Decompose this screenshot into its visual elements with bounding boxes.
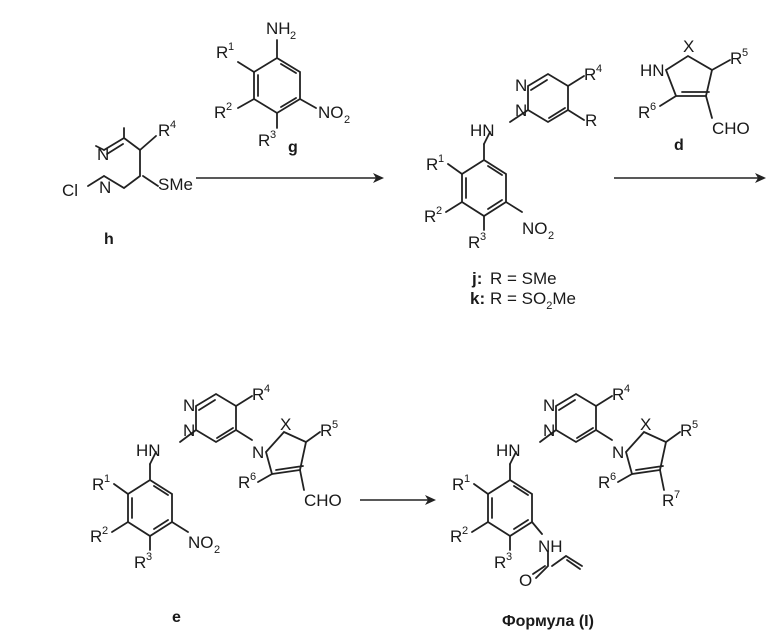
atom-r4-superscript: 4 — [596, 63, 602, 75]
atom-n2: N — [183, 421, 195, 440]
atom-r4-superscript: 4 — [170, 119, 176, 131]
atom-r4: R — [158, 121, 170, 140]
atom-no2: NO — [522, 219, 548, 238]
atom-r5-superscript: 5 — [742, 47, 748, 59]
compound-h-label: h — [104, 231, 114, 248]
atom-r2-superscript: 2 — [436, 205, 442, 217]
atom-no2-subscript: 2 — [214, 544, 220, 556]
atom-r1-superscript: 1 — [464, 473, 470, 485]
atom-r1: R — [92, 475, 104, 494]
atom-sme: SMe — [158, 175, 193, 194]
atom-r7: R — [662, 491, 674, 510]
compound-formula-i: N N HN R 4 N X R 5 R 6 R 7 R 1 R 2 R 3 N… — [450, 383, 698, 630]
atom-r2: R — [424, 207, 436, 226]
atom-n2: N — [515, 101, 527, 120]
atom-r5-superscript: 5 — [692, 419, 698, 431]
atom-x: X — [640, 415, 651, 434]
atom-no2-subscript: 2 — [548, 230, 554, 242]
formula-i-label: Формула (I) — [502, 613, 594, 630]
atom-r2: R — [90, 527, 102, 546]
atom-cho: CHO — [712, 119, 750, 138]
atom-r4: R — [584, 65, 596, 84]
atom-r5: R — [320, 421, 332, 440]
atom-r2-superscript: 2 — [226, 101, 232, 113]
reaction-arrow-1 — [196, 173, 384, 183]
atom-r3: R — [494, 553, 506, 572]
compound-j-label: j: — [471, 269, 482, 288]
atom-n1: N — [543, 396, 555, 415]
atom-r3-superscript: 3 — [480, 231, 486, 243]
compound-e: N N HN R 4 N X R 5 R 6 CHO R 1 R 2 R 3 N… — [90, 383, 342, 626]
atom-cl: Cl — [62, 181, 78, 200]
atom-r1: R — [452, 475, 464, 494]
atom-r3: R — [468, 233, 480, 252]
atom-r5: R — [730, 49, 742, 68]
atom-no2: NO — [188, 533, 214, 552]
atom-r5: R — [680, 421, 692, 440]
compound-j-k: N N HN R 4 R R 1 R 2 R 3 NO 2 j: R = SMe… — [424, 63, 602, 312]
atom-r6: R — [238, 473, 250, 492]
atom-r2: R — [214, 103, 226, 122]
atom-r4-superscript: 4 — [264, 383, 270, 395]
atom-hn: HN — [496, 441, 521, 460]
atom-r1: R — [426, 155, 438, 174]
atom-r6-superscript: 6 — [610, 471, 616, 483]
atom-r4-superscript: 4 — [624, 383, 630, 395]
atom-r3-superscript: 3 — [146, 551, 152, 563]
atom-cho: CHO — [304, 491, 342, 510]
compound-k-label: k: — [470, 289, 485, 308]
atom-r1-superscript: 1 — [228, 41, 234, 53]
atom-r: R — [585, 111, 597, 130]
compound-h: N N Cl SMe R 4 h — [62, 119, 193, 248]
reaction-arrow-3 — [360, 495, 436, 505]
atom-r5-superscript: 5 — [332, 419, 338, 431]
atom-r4: R — [252, 385, 264, 404]
atom-r1-superscript: 1 — [104, 473, 110, 485]
atom-r6: R — [638, 103, 650, 122]
reaction-arrow-2 — [614, 173, 766, 183]
compound-k-formula-pre: R = SO — [490, 289, 546, 308]
atom-r2: R — [450, 527, 462, 546]
atom-n1: N — [183, 396, 195, 415]
atom-r6-superscript: 6 — [650, 101, 656, 113]
compound-e-label: e — [172, 609, 181, 626]
atom-nh2-subscript: 2 — [290, 30, 296, 42]
atom-no2-subscript: 2 — [344, 114, 350, 126]
atom-r1: R — [216, 43, 228, 62]
atom-r4: R — [612, 385, 624, 404]
atom-n1: N — [515, 76, 527, 95]
atom-r2-superscript: 2 — [462, 525, 468, 537]
atom-x: X — [280, 415, 291, 434]
atom-n2: N — [543, 421, 555, 440]
atom-hn: HN — [640, 61, 665, 80]
compound-g-label: g — [288, 139, 298, 156]
compound-k-formula: R = SO2Me — [490, 289, 576, 312]
atom-hn: HN — [136, 441, 161, 460]
atom-n-pyrrole: N — [612, 443, 624, 462]
atom-n-pyrrole: N — [252, 443, 264, 462]
compound-d-label: d — [674, 137, 684, 154]
atom-r3-superscript: 3 — [270, 129, 276, 141]
compound-k-formula-post: Me — [552, 289, 576, 308]
atom-nh: NH — [538, 537, 563, 556]
atom-o: O — [519, 571, 532, 590]
compound-g: NH 2 R 1 R 2 R 3 NO 2 g — [214, 19, 350, 156]
atom-r6: R — [598, 473, 610, 492]
atom-r3: R — [134, 553, 146, 572]
atom-r3-superscript: 3 — [506, 551, 512, 563]
atom-n-top: N — [97, 145, 109, 164]
atom-r2-superscript: 2 — [102, 525, 108, 537]
atom-r3: R — [258, 131, 270, 150]
atom-n-bottom: N — [99, 178, 111, 197]
compound-j-formula: R = SMe — [490, 269, 557, 288]
atom-no2: NO — [318, 103, 344, 122]
atom-r6-superscript: 6 — [250, 471, 256, 483]
atom-hn: HN — [470, 121, 495, 140]
atom-nh2: NH — [266, 19, 291, 38]
atom-r1-superscript: 1 — [438, 153, 444, 165]
compound-d: HN X R 5 R 6 CHO d — [638, 37, 750, 154]
atom-x: X — [683, 37, 694, 56]
atom-r7-superscript: 7 — [674, 489, 680, 501]
